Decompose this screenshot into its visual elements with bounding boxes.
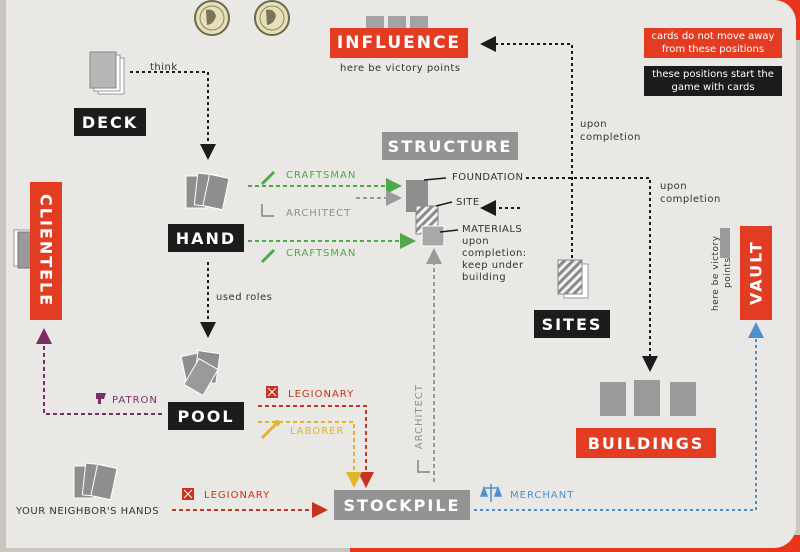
upon-completion-note-2: upon completion [660,181,721,205]
neighbors-hands-label: YOUR NEIGHBOR'S HANDS [16,506,160,517]
role-legionary-1: LEGIONARY [288,389,355,400]
craftsman-icon [260,170,276,186]
zone-sites: SITES [534,310,610,338]
foundation-label: FOUNDATION [452,172,524,183]
zone-hand: HAND [168,224,244,252]
role-architect-2: ARCHITECT [414,384,425,450]
role-laborer: LABORER [290,426,345,437]
zone-pool: POOL [168,402,244,430]
merchant-icon [479,484,503,502]
used-roles-note: used roles [216,292,273,303]
merchant-arrow [474,322,764,511]
zone-stockpile: STOCKPILE [334,490,470,520]
laborer-arrow [258,421,362,488]
legionary-icon [182,488,194,500]
zone-influence: INFLUENCE [330,28,468,58]
card-stack-icon [185,172,230,211]
card-stack-icon [720,228,730,258]
zone-deck: DECK [74,108,146,136]
role-craftsman-1: CRAFTSMAN [286,170,357,181]
architect-icon [417,460,430,473]
legend-start-positions: these positions start the game with card… [644,66,782,96]
coin-icon [254,0,290,36]
card-stack-icon [366,16,428,30]
role-craftsman-2: CRAFTSMAN [286,248,357,259]
flow-arrows [130,36,658,372]
role-architect-1: ARCHITECT [286,208,352,219]
influence-subtitle: here be victory points [340,63,461,74]
legionary-icon [266,386,278,398]
zone-clientele: CLIENTELE [30,182,62,320]
craftsman-icon [260,248,276,264]
card-stack-icon [600,380,696,416]
upon-completion-note-1: upon completion [580,119,641,143]
card-stack-icon [89,51,125,95]
card-stack-icon [557,259,589,299]
laborer-icon [260,420,280,440]
vault-subtitle: here be victory points [711,235,733,311]
zone-vault: VAULT [740,226,772,320]
craftsman-arrows [248,178,416,249]
patron-icon [96,393,106,404]
role-patron: PATRON [112,395,158,406]
structure-stack [406,180,445,247]
site-label: SITE [456,197,480,208]
coin-icon [194,0,230,36]
structure-pointers [423,177,459,233]
card-stack-icon [180,350,221,397]
zone-buildings: BUILDINGS [576,428,716,458]
think-note: think [150,62,178,73]
legionary-arrows [172,405,374,518]
architect-arrows [356,190,442,482]
role-legionary-2: LEGIONARY [204,490,271,501]
legend-fixed-positions: cards do not move away from these positi… [644,28,782,58]
card-stack-icon [73,462,118,501]
zone-structure: STRUCTURE [382,132,518,160]
architect-icon [261,204,274,217]
materials-label: MATERIALS upon completion: keep under bu… [462,224,527,283]
role-merchant: MERCHANT [510,490,575,501]
